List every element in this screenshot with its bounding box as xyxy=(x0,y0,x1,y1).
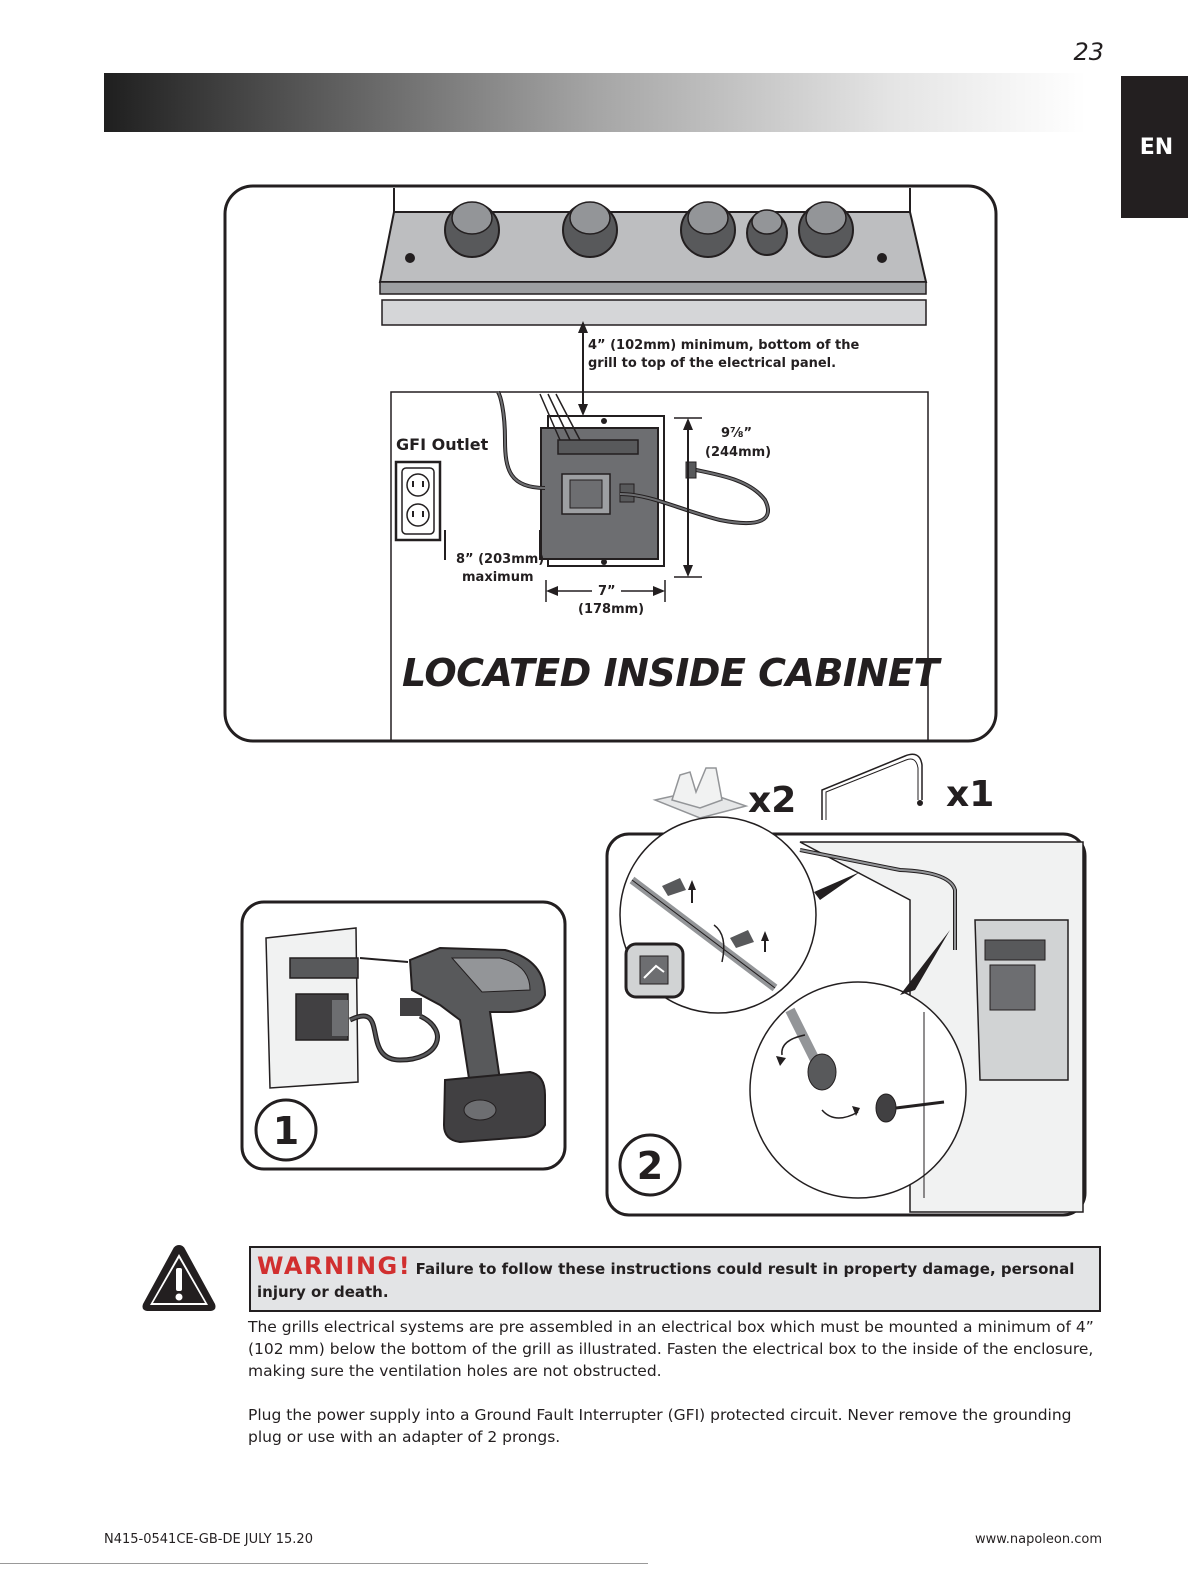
height-dimension-mm: (244mm) xyxy=(705,445,771,460)
height-dimension: 9⅞” xyxy=(721,426,752,441)
connector-detail-callout xyxy=(749,930,967,1199)
footer-website: www.napoleon.com xyxy=(975,1532,1102,1547)
height-dimension-arrow xyxy=(674,417,702,578)
step2-badge xyxy=(618,1133,682,1197)
bottom-rule xyxy=(0,1563,648,1564)
control-knob-icon xyxy=(444,201,500,258)
warning-text: Failure to follow these instructions cou… xyxy=(257,1260,1075,1301)
cord-bracket-icon xyxy=(821,753,923,820)
distance-dimension-note: maximum xyxy=(462,570,534,585)
installation-diagram: 4” (102mm) minimum, bottom of the grill … xyxy=(223,184,1087,1217)
step1-badge xyxy=(254,1098,318,1162)
clip-inset-icon xyxy=(624,942,685,999)
bracket-quantity: x1 xyxy=(946,774,994,815)
distance-dimension: 8” (203mm) xyxy=(456,552,544,567)
page-number: 23 xyxy=(1073,38,1104,66)
clearance-note-line2: grill to top of the electrical panel. xyxy=(588,356,836,371)
width-dimension: 7” xyxy=(598,584,616,599)
power-drill-icon xyxy=(408,946,547,1144)
control-knob-icon xyxy=(680,201,736,258)
warning-title: WARNING! xyxy=(257,1252,412,1280)
electrical-box-icon xyxy=(540,415,665,567)
grill-control-panel xyxy=(378,188,928,326)
gfi-outlet-icon xyxy=(394,460,442,542)
warning-triangle-icon xyxy=(142,1245,216,1311)
location-caption: LOCATED INSIDE CABINET xyxy=(402,651,942,695)
control-knob-icon xyxy=(746,209,788,256)
footer-doc-code: N415-0541CE-GB-DE JULY 15.20 xyxy=(104,1532,313,1547)
cable-clip-icon xyxy=(652,767,749,819)
clearance-arrow xyxy=(578,321,588,416)
clearance-note: 4” (102mm) minimum, bottom of the xyxy=(588,338,860,353)
body-paragraph-1: The grills electrical systems are pre as… xyxy=(248,1318,1094,1380)
language-tab: EN xyxy=(1121,76,1188,218)
step2-number: 2 xyxy=(637,1144,663,1188)
warning-box: WARNING! Failure to follow these instruc… xyxy=(249,1246,1101,1312)
cabinet-interior xyxy=(390,391,929,741)
body-paragraph-2: Plug the power supply into a Ground Faul… xyxy=(248,1406,1072,1446)
distance-dimension-arrow xyxy=(444,530,541,560)
width-dimension-mm: (178mm) xyxy=(578,602,644,617)
control-knob-icon xyxy=(562,201,618,258)
header-gradient-bar xyxy=(104,73,1086,132)
control-knob-icon xyxy=(798,201,854,258)
gfi-outlet-label: GFI Outlet xyxy=(396,435,489,454)
width-dimension-arrow xyxy=(545,580,666,602)
clip-quantity: x2 xyxy=(748,780,796,821)
step1-number: 1 xyxy=(273,1109,299,1153)
